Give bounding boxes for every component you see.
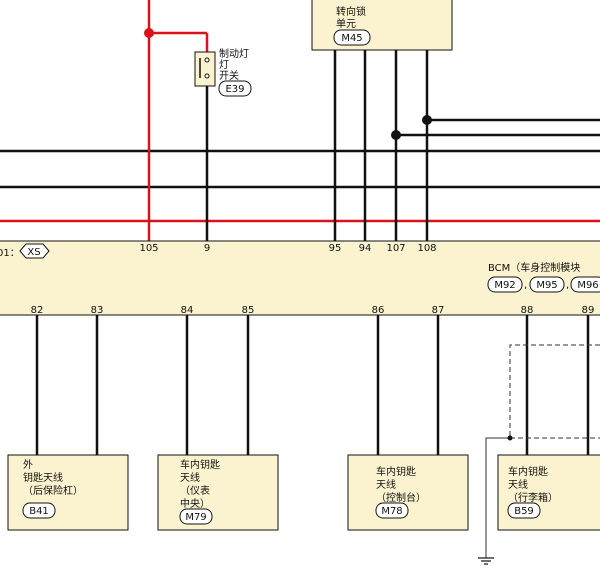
- bcm-connector-separator-2: ,: [566, 280, 569, 291]
- antenna-b59-connector-tag: [507, 502, 541, 519]
- bcm-bottom-pin-85: 85: [242, 305, 255, 316]
- brake-switch-contact-bottom: [204, 73, 210, 79]
- antenna-m78-line1: 车内钥匙: [376, 465, 416, 478]
- brake-switch-body: [194, 51, 216, 87]
- antenna-m78-line2: 天线: [376, 478, 396, 491]
- antenna-b41-line3: （后保险杠）: [23, 484, 83, 497]
- antenna-m79-connector: M79: [185, 512, 206, 523]
- bcm-connector-tag-m95: [529, 276, 565, 293]
- brake-switch-name-line1: 制动灯: [219, 47, 249, 60]
- brake-switch-contact-top: [204, 57, 210, 63]
- brake-switch-connector-tag: [218, 80, 252, 97]
- antenna-m79-line2: 天线: [180, 471, 200, 484]
- bcm-top-pin-108: 108: [417, 243, 436, 254]
- antenna-m79-line4: 中央）: [180, 497, 210, 510]
- bcm-label: BCM（车身控制模块: [488, 261, 580, 274]
- bcm-connector-separator-1: ,: [524, 280, 527, 291]
- bcm-top-pin-95: 95: [329, 243, 342, 254]
- shield-dashed-line: [509, 344, 600, 440]
- bcm-bottom-pin-88: 88: [521, 305, 534, 316]
- bcm-bottom-pin-86: 86: [372, 305, 385, 316]
- antenna-m78-connector-tag: [375, 502, 409, 519]
- steering-lock-connector-label: M45: [341, 33, 362, 44]
- bcm-connector-m92: M92: [494, 280, 515, 291]
- antenna-b41-connector-tag: [22, 502, 56, 519]
- bcm-connector-m96: M96: [577, 280, 598, 291]
- brake-switch-name-line3: 开关: [219, 69, 239, 82]
- junction-108: [422, 115, 432, 125]
- bcm-bottom-pin-84: 84: [181, 305, 194, 316]
- antenna-b59-line2: 天线: [508, 478, 528, 491]
- brake-switch-connector-label: E39: [225, 84, 244, 95]
- bcm-bottom-pin-87: 87: [432, 305, 445, 316]
- antenna-box-m79: [157, 454, 279, 531]
- antenna-b59-connector: B59: [514, 506, 534, 517]
- brake-switch-name-line2: 灯: [219, 59, 229, 71]
- antenna-m79-connector-tag: [179, 508, 213, 525]
- bcm-connector-m95: M95: [536, 280, 557, 291]
- shield-junction: [507, 435, 513, 441]
- steering-lock-name-line2: 单元: [336, 18, 356, 30]
- junction-red-105: [144, 28, 154, 38]
- antenna-b59-line1: 车内钥匙: [508, 465, 548, 478]
- bcm-bottom-pin-83: 83: [91, 305, 104, 316]
- antenna-m78-line3: （控制台）: [376, 491, 426, 504]
- steering-lock-name-line1: 转向锁: [336, 5, 366, 18]
- antenna-m79-line1: 车内钥匙: [180, 458, 220, 471]
- bcm-left-prefix: 01：: [0, 248, 20, 259]
- antenna-m78-connector: M78: [381, 506, 402, 517]
- ground-symbol-icon: [478, 557, 494, 565]
- ground-wire: [485, 437, 510, 558]
- junction-107: [391, 130, 401, 140]
- steering-lock-unit-box: [311, 0, 453, 51]
- antenna-m79-line3: （仪表: [180, 484, 210, 497]
- bcm-connector-tag-m96: [570, 276, 600, 293]
- bcm-connector-tag-m92: [487, 276, 523, 293]
- bcm-top-pin-9: 9: [204, 243, 210, 254]
- bcm-left-connector-tag: [19, 243, 50, 259]
- antenna-b41-line1: 外: [23, 459, 33, 471]
- antenna-b59-line3: （行李箱）: [508, 491, 558, 504]
- bcm-left-connector-label: XS: [27, 247, 40, 258]
- bcm-top-pin-105: 105: [139, 243, 158, 254]
- antenna-b41-line2: 钥匙天线: [23, 471, 63, 484]
- antenna-b41-connector: B41: [29, 506, 49, 517]
- bcm-top-pin-94: 94: [359, 243, 372, 254]
- bcm-top-pin-107: 107: [386, 243, 405, 254]
- antenna-box-m78: [347, 454, 469, 531]
- bcm-bottom-pin-82: 82: [31, 305, 44, 316]
- bcm-bottom-pin-89: 89: [582, 305, 595, 316]
- steering-lock-connector-tag: [333, 29, 371, 46]
